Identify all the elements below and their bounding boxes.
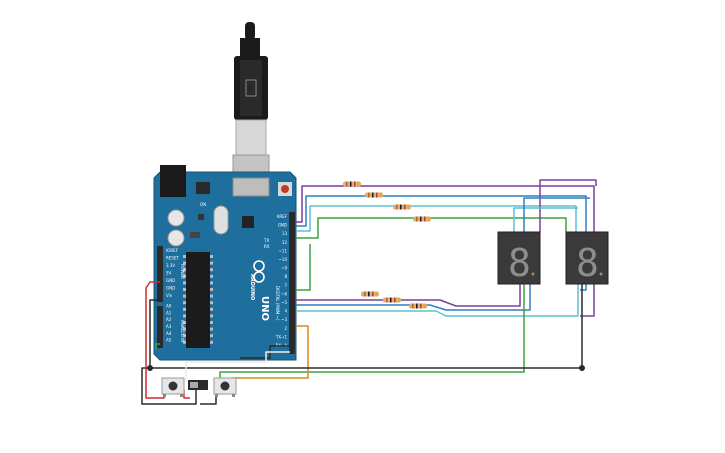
capacitor-1 <box>167 209 185 227</box>
pushbutton-right[interactable] <box>213 377 237 397</box>
left-pin-label: GND <box>166 286 175 291</box>
right-pin-label: GND <box>278 223 287 228</box>
pushbutton-left[interactable] <box>161 377 185 397</box>
arduino-uno-board[interactable]: ARDUINO UNO POWER ANALOG IN DIGITAL (PWM… <box>153 165 297 361</box>
seven-segment-display-1[interactable]: 8 <box>497 231 541 285</box>
power-jack <box>160 165 186 197</box>
resistor-icon[interactable] <box>365 192 383 198</box>
wire-white[interactable] <box>185 351 290 382</box>
wire-green-board[interactable] <box>296 244 311 291</box>
display-2-digit: 8 <box>576 241 599 285</box>
right-pin-label: 2 <box>284 326 287 331</box>
crystal-oscillator <box>213 205 229 235</box>
left-pin-label: 5V <box>166 271 172 276</box>
wire-purple-lower[interactable] <box>296 284 521 307</box>
seven-segment-display-2[interactable]: 8 <box>565 231 609 285</box>
junction-dot-left <box>147 365 153 371</box>
right-pin-label: 7 <box>284 283 287 288</box>
left-pin-label: 3.3V <box>166 263 175 268</box>
usb-port <box>232 177 270 197</box>
resistor-icon[interactable] <box>343 181 361 187</box>
left-pin-label: A5 <box>166 338 172 343</box>
resistors[interactable] <box>343 181 431 309</box>
capacitor-2 <box>167 229 185 247</box>
left-pin-label: RESET <box>166 256 179 261</box>
resistor-icon[interactable] <box>361 291 379 297</box>
wire-purple-upper[interactable] <box>296 185 595 317</box>
wire-green-small[interactable] <box>155 343 160 350</box>
power-header <box>157 246 163 302</box>
rx-label: RX <box>264 244 270 249</box>
analog-header <box>157 306 163 348</box>
on-label: ON <box>200 202 206 207</box>
board-brand: ARDUINO <box>249 274 255 300</box>
wire-purple-top[interactable] <box>539 179 597 232</box>
wire-blue-2[interactable] <box>523 197 590 232</box>
atmega-chip <box>186 252 210 348</box>
analog-group-label: ANALOG IN <box>180 320 185 342</box>
wire-red-2[interactable] <box>183 390 190 399</box>
right-pin-label: ~5 <box>281 300 287 305</box>
wire-cyan-2[interactable] <box>513 207 578 232</box>
right-pin-label: 13 <box>282 231 288 236</box>
resistor-icon[interactable] <box>409 303 427 309</box>
digital-header-low <box>289 298 295 354</box>
tx-label: TX <box>263 238 269 243</box>
left-pin-label: A4 <box>166 331 172 336</box>
left-pin-label: A3 <box>166 324 172 329</box>
wire-black-board[interactable] <box>149 299 160 368</box>
power-group-label: POWER <box>180 264 185 279</box>
right-pin-label: 8 <box>284 274 287 279</box>
wire-green-upper[interactable] <box>296 217 567 239</box>
left-pin-label: A0 <box>166 304 172 309</box>
right-pin-label: 12 <box>282 240 288 245</box>
left-pin-label: A2 <box>166 317 172 322</box>
left-pin-label: A1 <box>166 310 172 315</box>
right-pin-label: 4 <box>284 309 287 314</box>
voltage-regulator <box>196 182 210 194</box>
right-pin-label: AREF <box>277 214 288 219</box>
junction-dot-right <box>579 365 585 371</box>
left-pin-label: Vin <box>166 293 173 298</box>
wire-cyan-lower[interactable] <box>296 284 579 317</box>
board-model: UNO <box>259 296 270 321</box>
arduino-logo <box>253 260 265 283</box>
chip-pins <box>183 255 213 344</box>
left-pin-label: IOREF <box>166 248 179 253</box>
wire-blue-upper[interactable] <box>296 195 587 291</box>
right-pin-label: TX→1 <box>275 334 288 339</box>
right-pin-label: ~3 <box>281 317 287 322</box>
right-pin-label: ~11 <box>279 248 288 253</box>
wire-black-bottom[interactable] <box>141 367 197 405</box>
right-pin-label: ~9 <box>281 266 287 271</box>
resistor-icon[interactable] <box>393 204 411 210</box>
usb-cable-icon[interactable] <box>232 22 270 192</box>
resistor-icon[interactable] <box>383 297 401 303</box>
resistor-icon[interactable] <box>413 216 431 222</box>
display-1-digit: 8 <box>508 241 531 285</box>
right-pin-label: ~10 <box>279 257 288 262</box>
wire-blue-lower[interactable] <box>296 284 531 311</box>
digital-header-high <box>289 212 295 298</box>
wire-cyan-upper[interactable] <box>296 205 577 232</box>
right-pin-label: ~6 <box>281 291 287 296</box>
digital-group-label: DIGITAL (PWM ~) <box>275 286 280 321</box>
left-pin-label: GND <box>166 278 175 283</box>
slide-switch[interactable] <box>188 380 208 390</box>
